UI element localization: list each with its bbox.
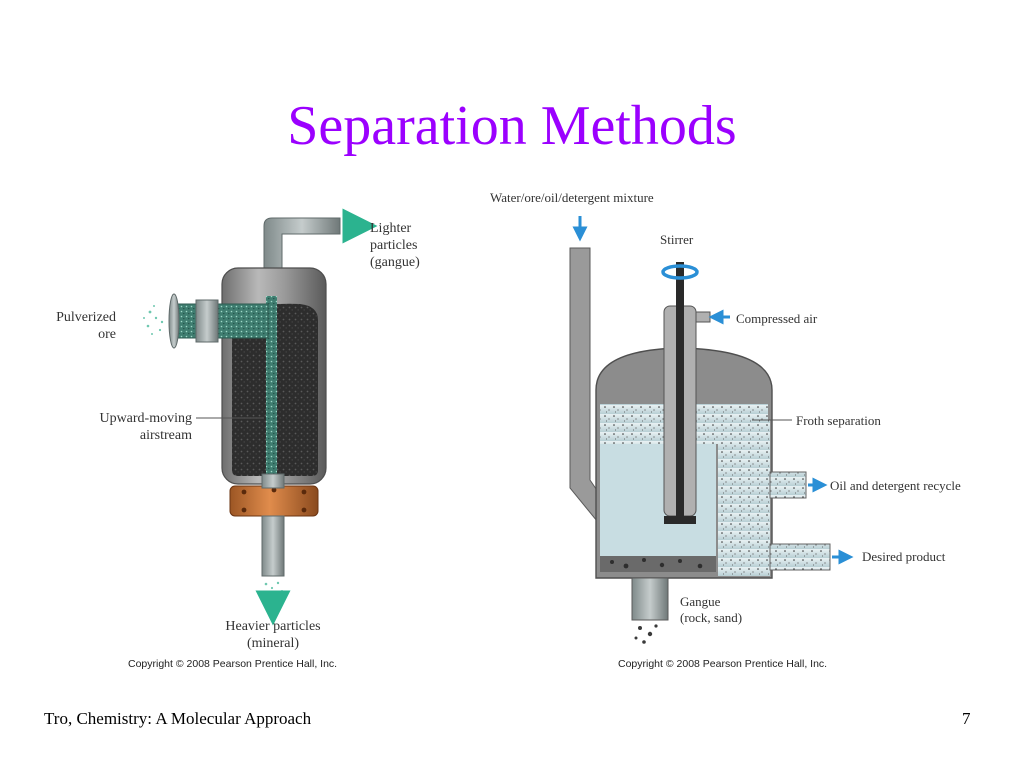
label-heavier-line2: (mineral): [246, 636, 300, 652]
airstream-column: [266, 296, 277, 478]
froth-flotation-diagram: [569, 216, 854, 644]
page-number: 7: [962, 709, 971, 728]
ore-inlet-flange: [168, 293, 180, 349]
label-lighter-particles: Lighter particles (gangue): [370, 220, 420, 271]
label-heavier-line1: Heavier particles: [225, 619, 321, 634]
label-gangue-line1: Gangue: [680, 594, 721, 609]
stirrer-rotation-indicator: [661, 264, 699, 280]
right-copyright: Copyright © 2008 Pearson Prentice Hall, …: [618, 658, 828, 670]
label-gangue-line2: (rock, sand): [680, 609, 743, 625]
left-copyright: Copyright © 2008 Pearson Prentice Hall, …: [128, 658, 338, 670]
air-classifier-diagram: [143, 208, 378, 626]
label-lighter-line1: Lighter: [370, 221, 412, 236]
stirrer-shaft: [676, 262, 684, 516]
mineral-outlet-pipe: [261, 515, 285, 577]
label-airstream-line2: airstream: [139, 428, 192, 444]
label-upward-airstream: Upward-moving airstream: [82, 410, 192, 444]
label-heavier-particles: Heavier particles (mineral): [214, 618, 332, 652]
pulverized-ore-spray: [143, 305, 164, 335]
label-compressed-air: Compressed air: [736, 311, 818, 326]
label-froth-separation: Froth separation: [796, 413, 881, 428]
ore-inlet-pipe: [175, 303, 269, 339]
label-oil-detergent-recycle: Oil and detergent recycle: [830, 478, 961, 493]
froth-overflow-column: [718, 420, 770, 576]
water-region: [600, 444, 716, 572]
label-pulverized-ore: Pulverized ore: [44, 309, 116, 343]
gangue-falling: [634, 624, 658, 644]
label-pulverized-line2: ore: [98, 327, 116, 343]
label-gangue: Gangue (rock, sand): [680, 594, 742, 626]
label-lighter-line3: (gangue): [370, 255, 420, 271]
label-airstream-line1: Upward-moving: [99, 411, 192, 426]
gangue-outlet-pipe: [631, 577, 669, 621]
desired-product-pipe: [769, 543, 831, 571]
mineral-particle-spray: [261, 581, 283, 593]
slide-title: Separation Methods: [287, 95, 737, 157]
label-lighter-line2: particles: [370, 238, 418, 254]
label-stirrer: Stirrer: [660, 232, 694, 247]
footer-source: Tro, Chemistry: A Molecular Approach: [44, 709, 312, 728]
label-pulverized-line1: Pulverized: [56, 310, 116, 325]
label-mixture-inlet: Water/ore/oil/detergent mixture: [490, 190, 654, 205]
label-desired-product: Desired product: [862, 549, 946, 564]
oil-recycle-pipe: [769, 471, 807, 499]
impeller: [664, 516, 696, 524]
